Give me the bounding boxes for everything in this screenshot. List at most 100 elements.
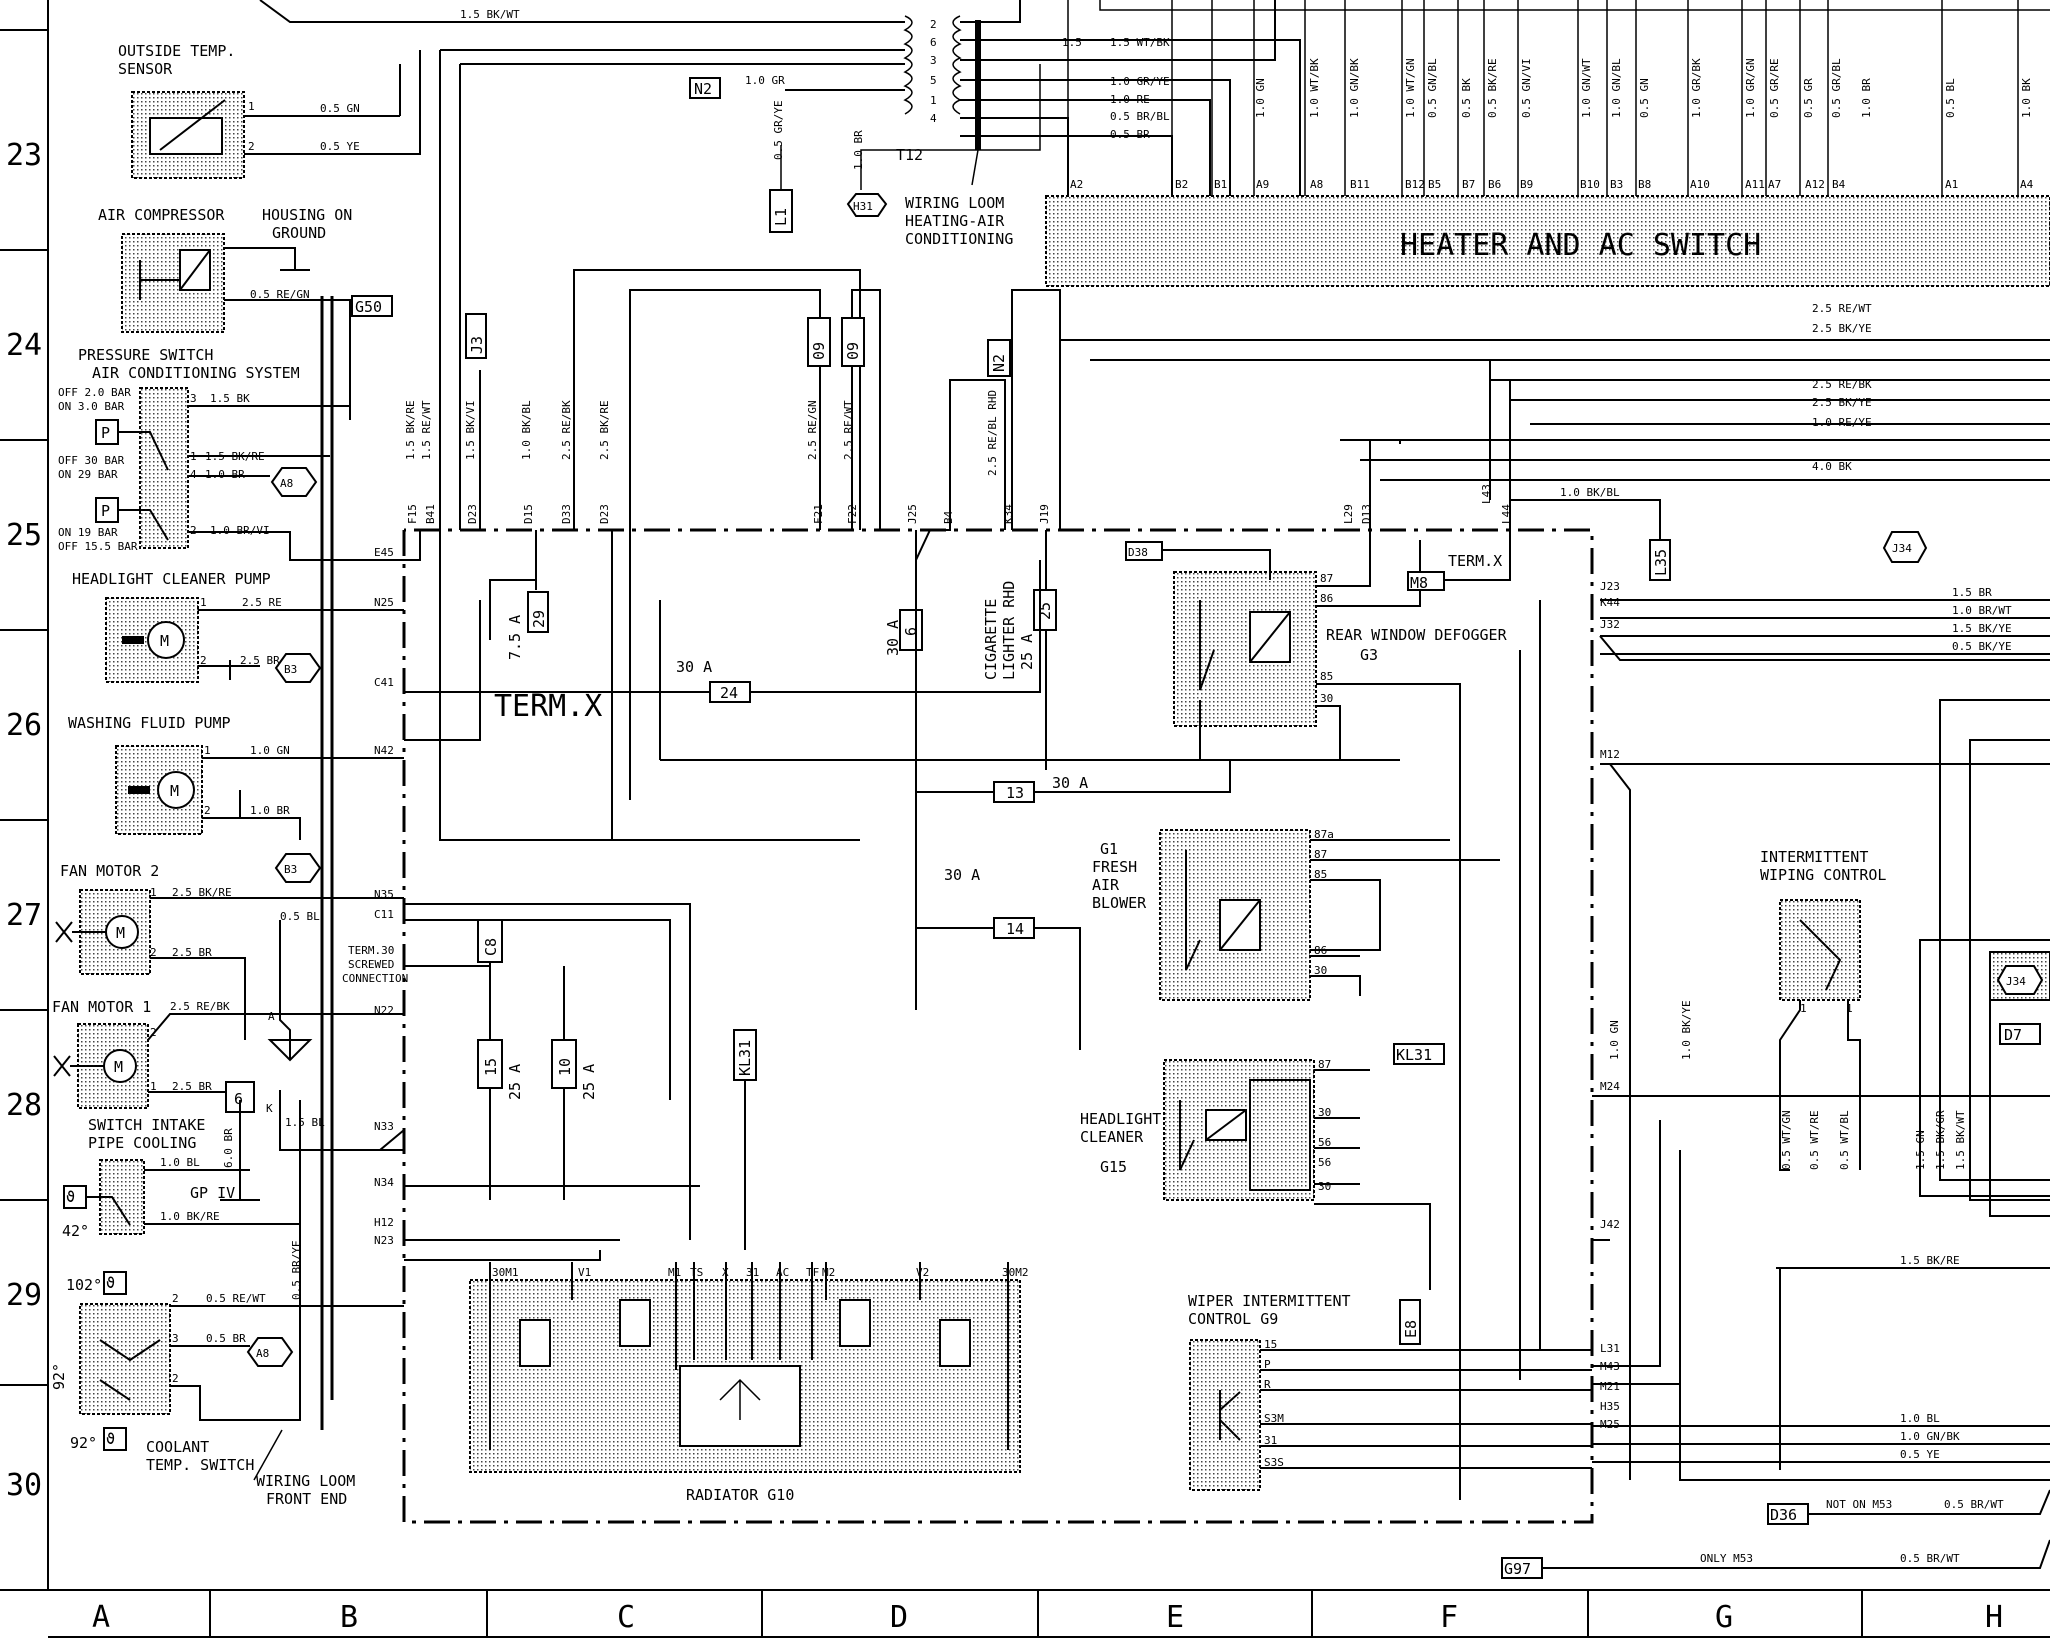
term-x-enclosure [402, 528, 1594, 1524]
pin-label: J23 [1600, 580, 1620, 593]
fuse-10: 10 [556, 1058, 574, 1076]
tag-H31-box [846, 193, 888, 217]
row-label: 27 [6, 898, 42, 933]
term-x-label: TERM.X [494, 689, 602, 724]
pin-label: 86 [1314, 944, 1327, 957]
wire-label: 0.5 WT/BL [1838, 1110, 1851, 1170]
pin-label: N34 [374, 1176, 394, 1189]
pressure-label-2: OFF 30 BAR ON 29 BAR [58, 454, 131, 481]
label-line: OFF 15.5 BAR [58, 540, 138, 553]
wire-label: 0.5 BL [280, 910, 320, 923]
pin-label: C41 [374, 676, 394, 689]
pin-label: D13 [1360, 504, 1373, 524]
wire-label: 1.0 GR/GN [1744, 58, 1757, 118]
heater-switch-pins: A2 B2 B1 A9 A8 B11 B12 B5 B7 B6 B9 B10 B… [1070, 178, 2034, 191]
wire-label: 2.5 BK/RE [172, 886, 232, 899]
row-labels: 23 24 25 26 27 28 29 30 [6, 138, 42, 1503]
column-label: G [1715, 1600, 1733, 1635]
wire-label: 1.0 BR/VI [210, 524, 270, 537]
fan-motor-2-label: FAN MOTOR 2 [60, 862, 159, 880]
enclosure-top-pins: F15 B41 D23 D15 D33 D23 F21 F22 J25 B4 K… [406, 484, 1513, 524]
tag-G50: G50 [355, 298, 382, 316]
wire-label: 1.0 WT/BK [1308, 58, 1321, 118]
pin-label: B8 [1638, 178, 1651, 191]
row-label: 29 [6, 1278, 42, 1313]
wire-label: 0.5 WT/RE [1808, 1110, 1821, 1170]
label-line: PIPE COOLING [88, 1134, 196, 1152]
pin-label: C11 [374, 908, 394, 921]
wire-label: 0.5 YE [320, 140, 360, 153]
pin-label: 2 [172, 1372, 179, 1385]
enclosure-right-pins: J23 K44 J32 M12 M24 J42 L31 M43 M21 H35 … [1600, 580, 1620, 1431]
cigarette-lighter-line1: CIGARETTE [982, 599, 1000, 680]
fuse-29: 29 [530, 610, 548, 628]
motor-symbol: M [114, 1058, 123, 1076]
tag-J34-box [1882, 531, 1928, 563]
pin-label: 3 [190, 392, 197, 405]
pin-label: B2 [1175, 178, 1188, 191]
wiring-loom-front-label: WIRING LOOM FRONT END [256, 1472, 364, 1508]
wiper-intermittent-label: WIPER INTERMITTENT CONTROL G9 [1188, 1292, 1360, 1328]
label-line: COOLANT [146, 1438, 209, 1456]
tag-N2b-box [987, 339, 1011, 377]
pin-label: 30 [1314, 964, 1327, 977]
fuse-wiring: J3 29 7.5 A 09 09 6 25 24 30 A 13 30 A 1… [379, 269, 1400, 1261]
pin-label: 1 [150, 886, 157, 899]
heater-switch-wires [1067, 0, 2019, 196]
tag-N2: N2 [694, 80, 712, 98]
wire-label: ONLY M53 [1700, 1552, 1753, 1565]
fan-motor-1-label: FAN MOTOR 1 [52, 998, 151, 1016]
wire-label: 1.5 [1062, 36, 1082, 49]
wire-label: 1.5 BR [1952, 586, 1992, 599]
pin-label: D15 [522, 504, 535, 524]
label-line: ON 19 BAR [58, 526, 118, 539]
row-label: 24 [6, 328, 42, 363]
pin-label: AC [776, 1266, 789, 1279]
tag-N2-box [689, 77, 721, 99]
pin-label: A4 [2020, 178, 2034, 191]
headlight-cleaner-label: HEADLIGHT CLEANER G15 [1080, 1110, 1170, 1176]
pin-label: N33 [374, 1120, 394, 1133]
label-line: OUTSIDE TEMP. [118, 42, 235, 60]
pin-label: TS [690, 1266, 703, 1279]
tag-A8-box [270, 467, 318, 497]
row-label: 28 [6, 1088, 42, 1123]
right-side-wires: 2.5 RE/WT 2.5 BK/YE 2.5 RE/BK 2.5 BK/YE … [1060, 302, 2050, 1481]
rating-25A-a: 25 A [506, 1064, 524, 1100]
tag-A8-box [246, 1337, 294, 1367]
pin-label: B4 [942, 510, 955, 524]
fan-motor-1: FAN MOTOR 1 M 6 2 1 2.5 RE/BK 2.5 BR [52, 998, 404, 1113]
temp-42: 42° [62, 1222, 89, 1240]
pin-label: B9 [1520, 178, 1533, 191]
pin-label: N25 [374, 596, 394, 609]
pin-label: 3 [930, 54, 937, 67]
left-bus: 0.5 BL 1.5 BL K A [266, 296, 404, 1430]
pin-label: B10 [1580, 178, 1600, 191]
wire-label: 1.0 GR/YE [1110, 75, 1170, 88]
pin-label: R [1264, 1378, 1271, 1391]
cigarette-lighter-line2: LIGHTER RHD [1000, 581, 1018, 680]
pin-label: 1 [1846, 1002, 1853, 1015]
pin-label: S3S [1264, 1456, 1284, 1469]
label-line: CLEANER [1080, 1128, 1144, 1146]
motor-symbol: M [160, 632, 169, 650]
p-symbol: P [101, 502, 110, 520]
pin-label: 2 [150, 1026, 157, 1039]
tag-L35: L35 [1652, 549, 1670, 576]
wire-label: 1.0 BL [1900, 1412, 1940, 1425]
pin-label: B7 [1462, 178, 1475, 191]
pin-label: L43 [1480, 484, 1493, 504]
label-line: HEADLIGHT [1080, 1110, 1161, 1128]
motor-symbol: M [170, 782, 179, 800]
label-line: OFF 2.0 BAR [58, 386, 131, 399]
wire-label: 1.0 BK/BL [1560, 486, 1620, 499]
wire-label: 0.5 GN [320, 102, 360, 115]
wire-label: 0.5 GR/YE [772, 100, 785, 160]
temp-92b: 92° [70, 1434, 97, 1452]
rear-window-defogger: 87 86 85 30 REAR WINDOW DEFOGGER G3 D38 … [1125, 520, 1511, 1500]
temp-symbol: ϑ [106, 1274, 115, 1292]
label-line: WIRING LOOM [256, 1472, 355, 1490]
rating-30A-a: 30 A [676, 658, 712, 676]
